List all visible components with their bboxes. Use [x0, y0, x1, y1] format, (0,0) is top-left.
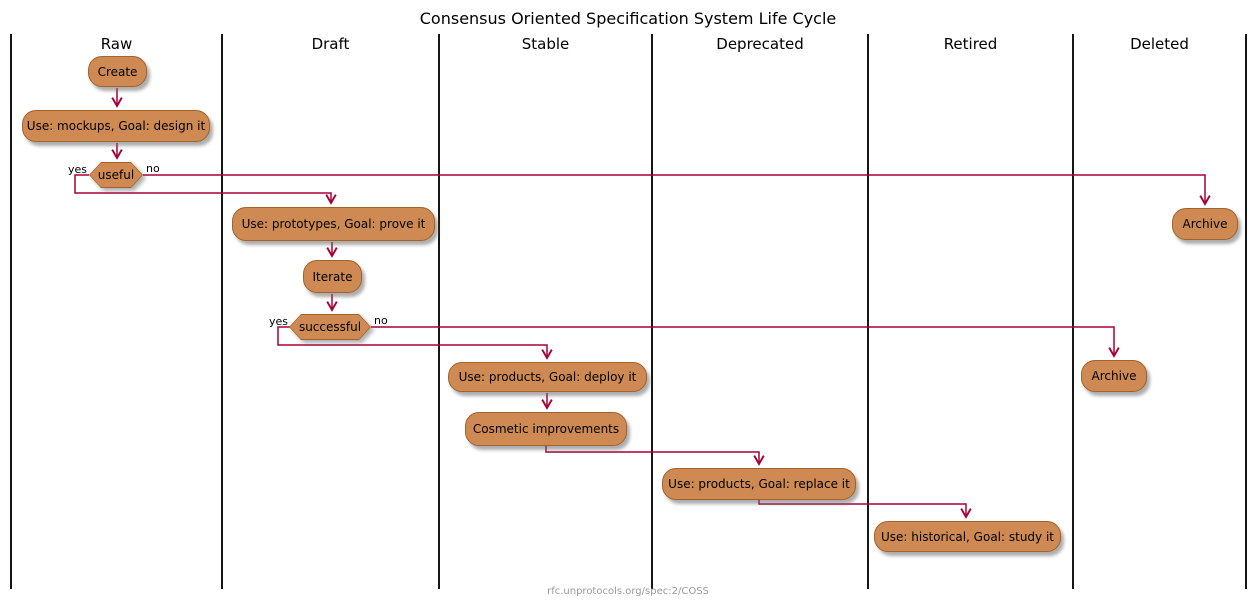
- lane-divider: [221, 34, 223, 589]
- lane-label-deleted: Deleted: [1130, 35, 1189, 53]
- lane-divider: [867, 34, 869, 589]
- lane-label-raw: Raw: [100, 35, 133, 53]
- diagram-title: Consensus Oriented Specification System …: [419, 9, 837, 28]
- arrow-successful-no-to-archive: [371, 326, 1120, 358]
- lane-label-stable: Stable: [521, 35, 570, 53]
- arrow-successful-yes-to-deploy: [277, 326, 553, 360]
- branch-label-useful-no: no: [146, 162, 160, 175]
- decision-useful-label: useful: [90, 163, 142, 187]
- node-use-products-replace: Use: products, Goal: replace it: [662, 468, 856, 500]
- arrow-useful-no-to-archive: [143, 174, 1211, 206]
- branch-label-useful-yes: yes: [67, 163, 87, 176]
- lane-divider: [1072, 34, 1074, 589]
- lane-divider: [651, 34, 653, 589]
- node-cosmetic-improvements: Cosmetic improvements: [465, 412, 627, 446]
- branch-label-successful-yes: yes: [268, 315, 288, 328]
- decision-successful-label: successful: [290, 315, 370, 339]
- arrow-useful-yes-to-prototypes: [74, 174, 337, 205]
- lane-label-draft: Draft: [311, 35, 350, 53]
- node-archive-bottom: Archive: [1081, 360, 1147, 392]
- node-archive-top: Archive: [1172, 208, 1238, 240]
- arrow-replace-to-historical: [758, 500, 972, 519]
- decision-successful: successful: [289, 314, 371, 340]
- lane-divider: [438, 34, 440, 589]
- lane-divider: [10, 34, 12, 589]
- lane-label-deprecated: Deprecated: [716, 35, 804, 53]
- diagram-footer-url: rfc.unprotocols.org/spec:2/COSS: [547, 586, 709, 597]
- node-use-products-deploy: Use: products, Goal: deploy it: [448, 362, 647, 392]
- node-use-mockups: Use: mockups, Goal: design it: [22, 110, 210, 142]
- lane-label-retired: Retired: [943, 35, 998, 53]
- branch-label-successful-no: no: [374, 314, 388, 327]
- node-create: Create: [88, 56, 147, 87]
- decision-useful: useful: [89, 162, 143, 188]
- lane-divider: [1245, 34, 1247, 589]
- node-use-historical: Use: historical, Goal: study it: [874, 521, 1061, 552]
- arrow-cosmetic-to-replace: [545, 446, 765, 466]
- node-use-prototypes: Use: prototypes, Goal: prove it: [232, 207, 435, 241]
- node-iterate: Iterate: [303, 260, 362, 293]
